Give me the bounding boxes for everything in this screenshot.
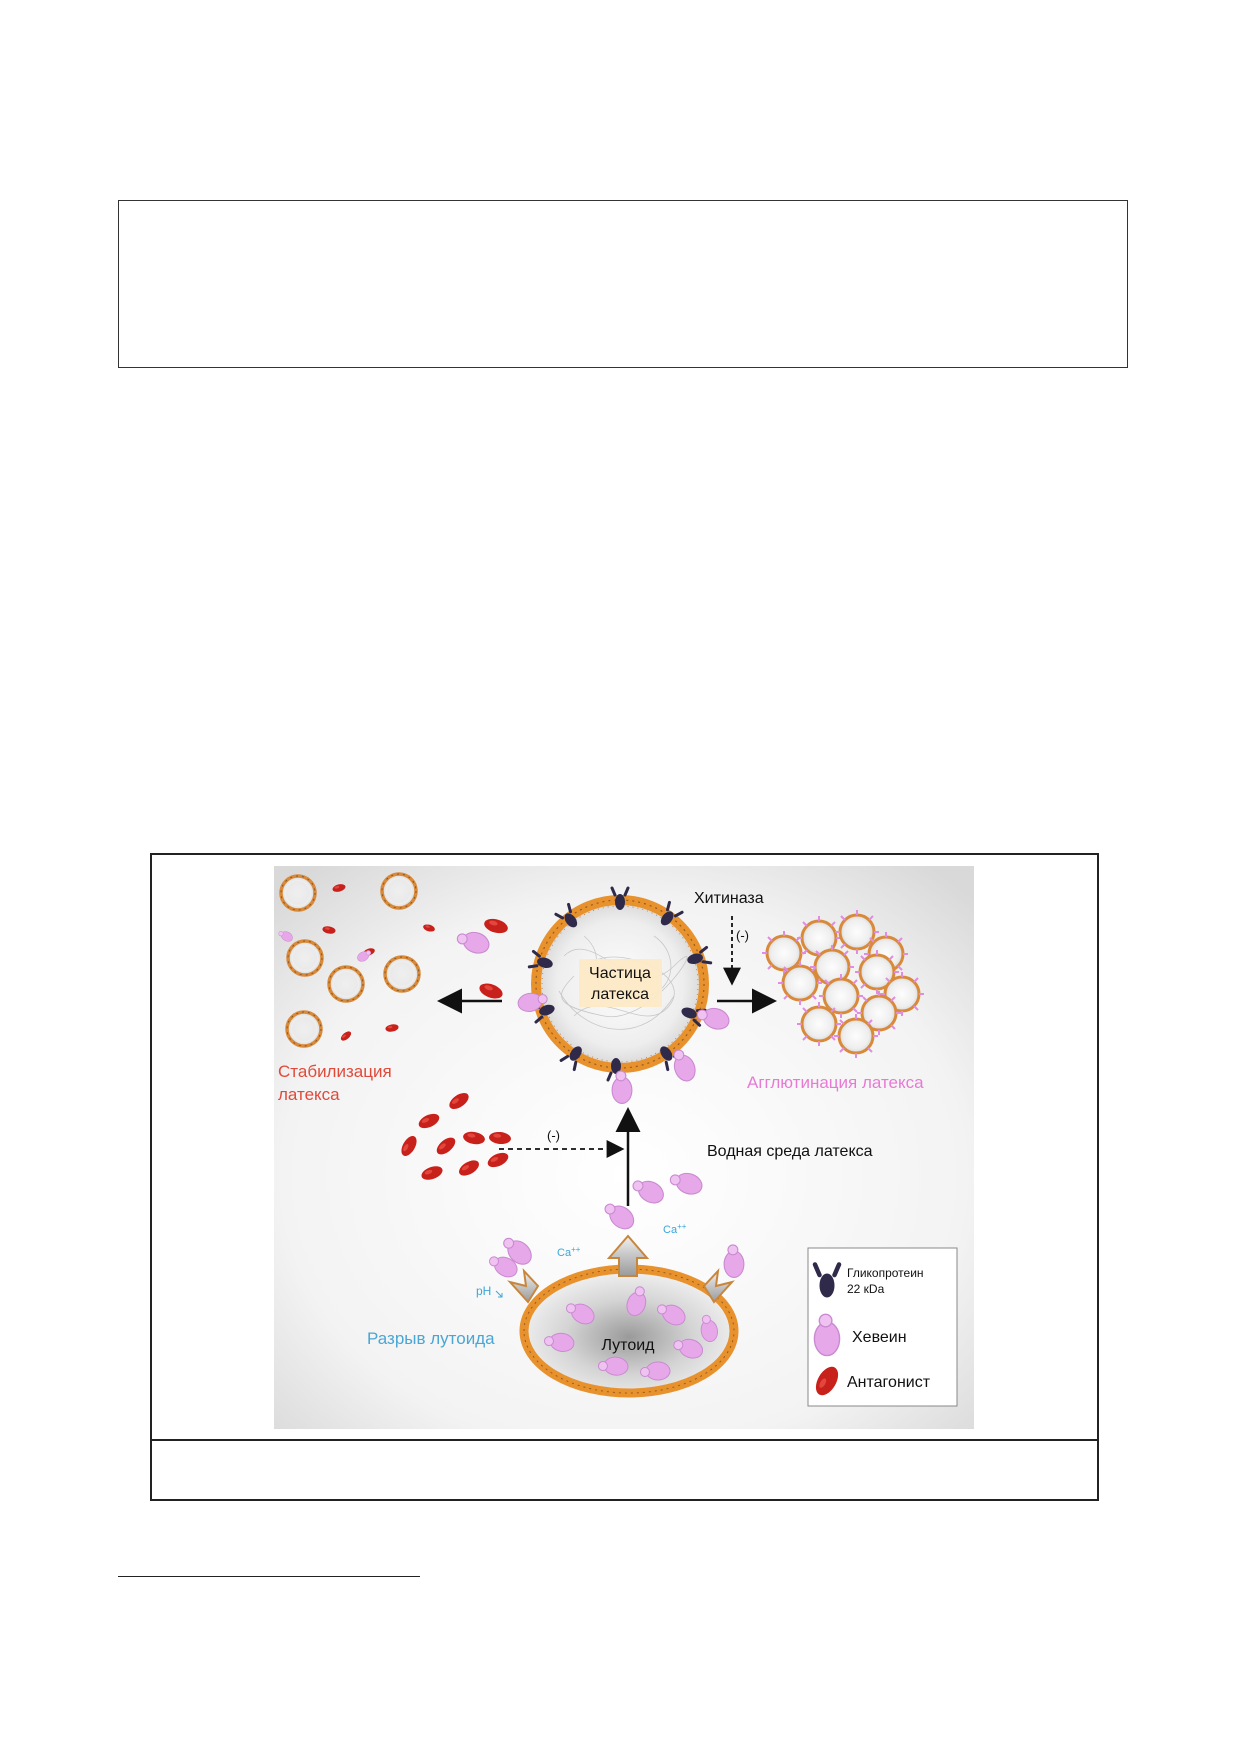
lutoid-rupture-label: Разрыв лутоида xyxy=(367,1329,495,1348)
ph-label: pH xyxy=(476,1284,491,1298)
lutoid: Лутоид xyxy=(485,1234,739,1398)
latex-particle: Частица латекса xyxy=(516,886,733,1104)
legend-hevein: Хевеин xyxy=(852,1329,907,1346)
figure-frame: Частица латекса Хитиназа (-) xyxy=(150,853,1099,1501)
legend: Гликопротеин 22 кDa Хевеин Антагонист xyxy=(807,1247,958,1407)
chitinase-inhibit-mark: (-) xyxy=(736,928,749,943)
stabilization-label-line2: латекса xyxy=(278,1085,340,1104)
footnote-rule xyxy=(118,1576,420,1577)
legend-glycoprotein-line1: Гликопротеин xyxy=(847,1266,924,1280)
ph-down-icon xyxy=(495,1290,503,1298)
chitinase-label: Хитиназа xyxy=(694,890,764,907)
antagonist-inhibit-mark: (-) xyxy=(547,1128,560,1143)
latex-diagram: Частица латекса Хитиназа (-) xyxy=(274,866,974,1429)
figure-caption-row xyxy=(152,1439,1097,1499)
particle-label-line2: латекса xyxy=(591,986,649,1003)
aqueous-medium-label: Водная среда латекса xyxy=(707,1143,873,1160)
top-text-box xyxy=(118,200,1128,368)
legend-antagonist: Антагонист xyxy=(847,1374,931,1391)
stabilization-label-line1: Стабилизация xyxy=(278,1062,392,1081)
calcium-label-2: Ca++ xyxy=(663,1222,687,1236)
particle-label-line1: Частица xyxy=(589,965,651,982)
calcium-label-1: Ca++ xyxy=(557,1245,581,1259)
legend-glycoprotein-line2: 22 кDa xyxy=(847,1282,885,1296)
lutoid-label: Лутоид xyxy=(602,1337,656,1354)
agglutination-label: Агглютинация латекса xyxy=(747,1073,924,1092)
antagonist-icon xyxy=(815,1366,839,1396)
